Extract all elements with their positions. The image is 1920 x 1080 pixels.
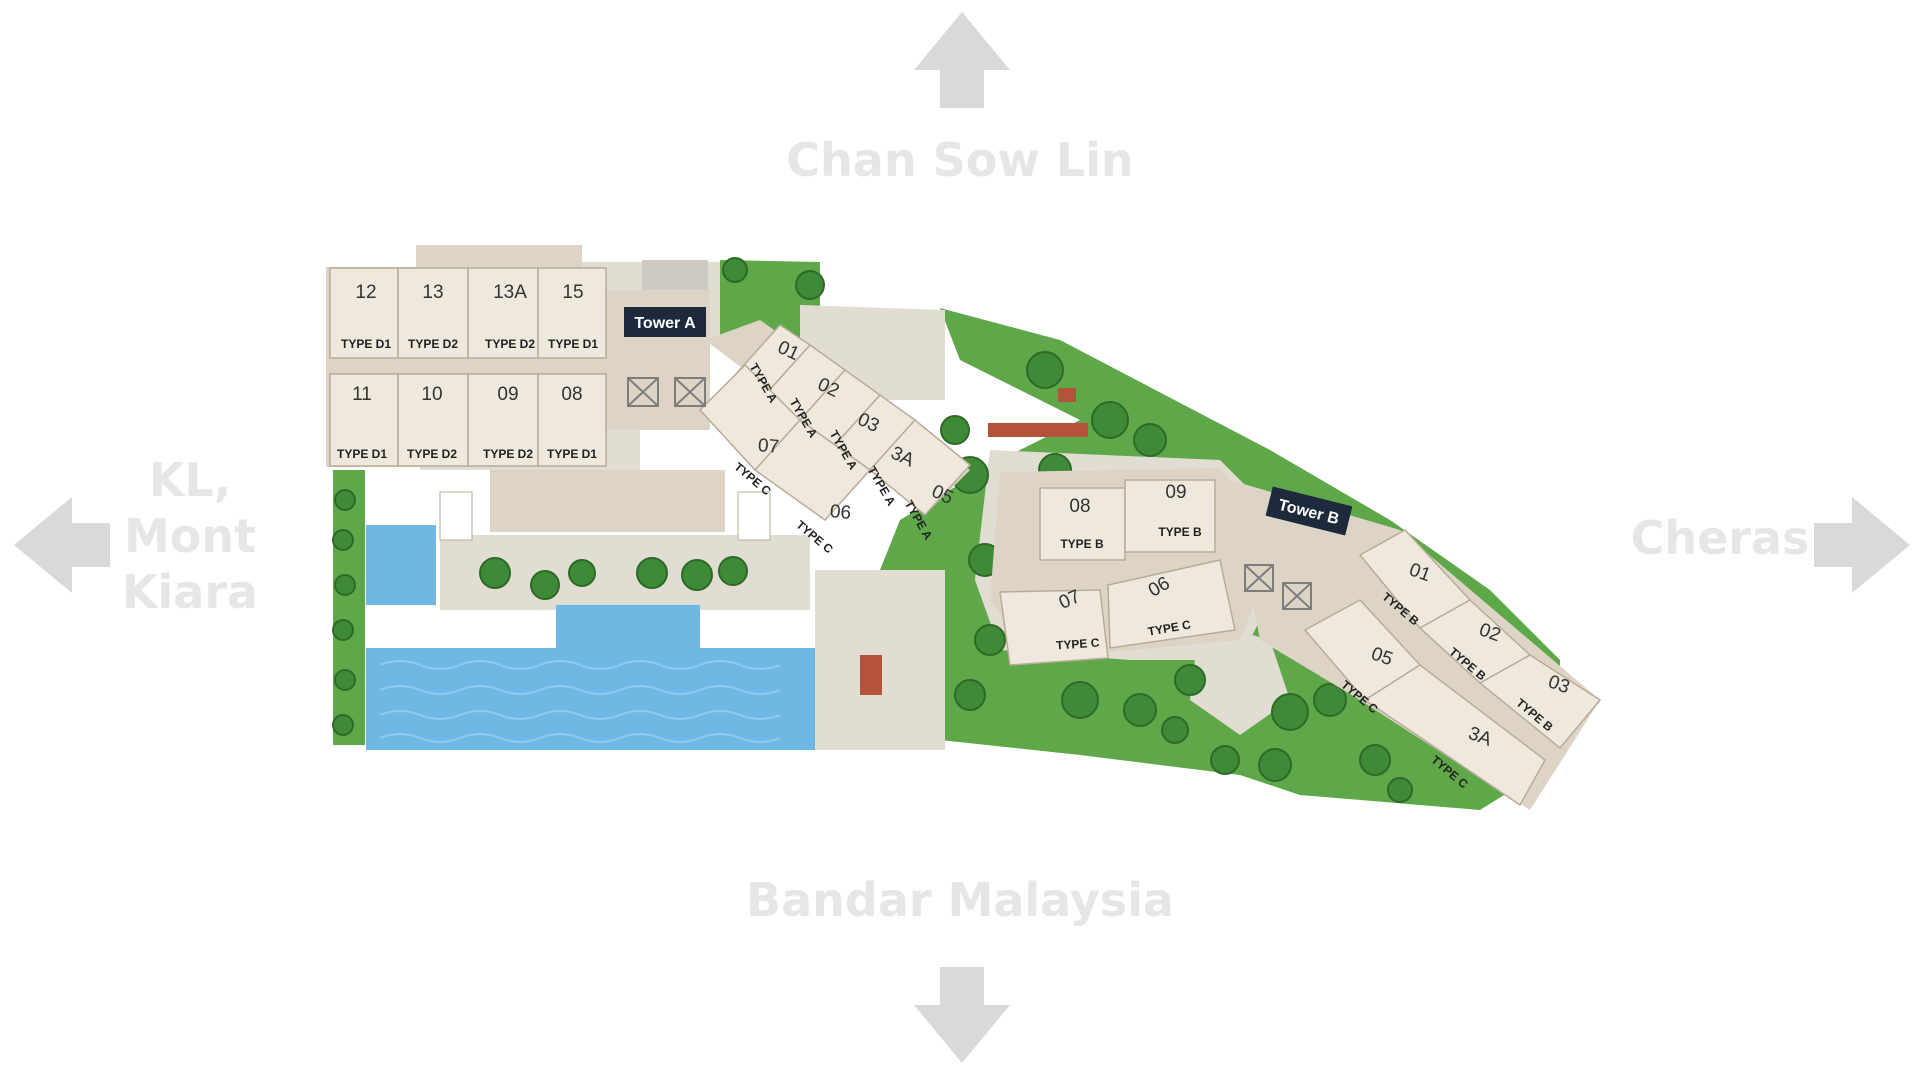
unit-type: TYPE D1 xyxy=(547,447,597,461)
unit-type: TYPE D1 xyxy=(341,337,391,351)
elevator-icons xyxy=(627,377,1312,610)
north-direction-label: Chan Sow Lin xyxy=(786,133,1134,187)
north-arrow-icon xyxy=(914,12,1010,108)
unit-number: 08 xyxy=(1069,496,1090,517)
unit-type: TYPE D2 xyxy=(407,447,457,461)
unit-number: 13 xyxy=(422,282,443,303)
west-direction-label: KL, Mont Kiara xyxy=(121,453,259,619)
unit-type: TYPE D1 xyxy=(548,337,598,351)
unit-type: TYPE B xyxy=(1158,525,1202,539)
landscape-trees xyxy=(332,257,1413,803)
unit-type: TYPE D2 xyxy=(408,337,458,351)
tower-a-label: Tower A xyxy=(634,315,696,332)
tower-a-badge: Tower A xyxy=(624,307,706,337)
south-direction-label: Bandar Malaysia xyxy=(746,873,1174,927)
east-arrow-icon xyxy=(1814,497,1910,593)
deck-bench xyxy=(988,423,1088,437)
unit-number: 09 xyxy=(1165,482,1186,503)
unit-number: 12 xyxy=(355,282,376,303)
unit-number: 06 xyxy=(829,501,852,524)
tower-b-badge: Tower B xyxy=(1265,486,1353,536)
unit-number: 07 xyxy=(757,435,780,458)
west-arrow-icon xyxy=(14,497,110,593)
unit-type: TYPE D2 xyxy=(483,447,533,461)
unit-number: 10 xyxy=(421,384,442,405)
tower-b-units xyxy=(999,479,1602,807)
unit-type: TYPE D1 xyxy=(337,447,387,461)
unit-number: 08 xyxy=(561,384,582,405)
east-direction-label: Cheras xyxy=(1630,511,1810,565)
swimming-pool xyxy=(366,525,815,750)
unit-number: 15 xyxy=(562,282,583,303)
unit-number: 11 xyxy=(352,384,372,405)
unit-number: 09 xyxy=(497,384,518,405)
deck-bench xyxy=(860,655,882,695)
south-arrow-icon xyxy=(914,967,1010,1063)
deck-bench xyxy=(1058,388,1076,402)
unit-type: TYPE D2 xyxy=(485,337,535,351)
unit-number: 13A xyxy=(493,282,527,303)
unit-type: TYPE B xyxy=(1060,537,1104,551)
unit-type: TYPE C xyxy=(1056,635,1101,652)
tower-a-units xyxy=(329,267,972,521)
